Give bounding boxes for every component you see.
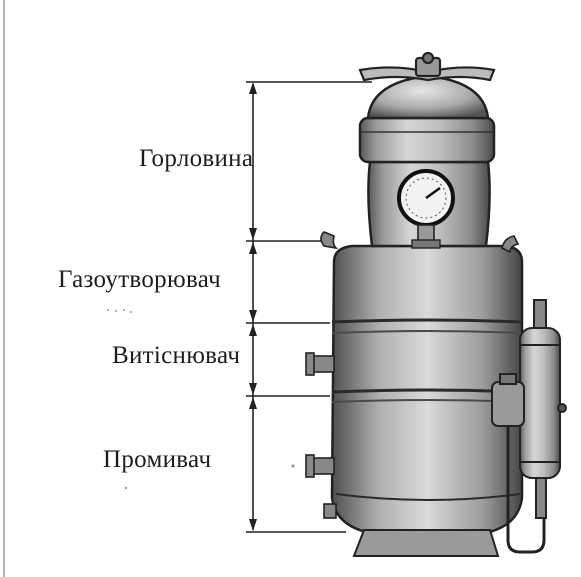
handwheel [358, 51, 496, 82]
label-gazoutvoriuvach: Газоутворювач [58, 266, 221, 293]
pressure-gauge-icon [397, 169, 455, 249]
vessel-base [352, 529, 500, 557]
dimension-arrows [249, 82, 257, 531]
label-promyvach: Промивач [103, 446, 212, 473]
dimension-line [246, 81, 372, 533]
side-nozzles [305, 231, 520, 519]
scan-specks [107, 309, 295, 490]
side-separator [491, 299, 567, 554]
label-gorlovyna: Горловина [139, 145, 254, 172]
vessel-body [330, 244, 524, 536]
label-vytisniuvach: Витіснювач [112, 342, 241, 369]
